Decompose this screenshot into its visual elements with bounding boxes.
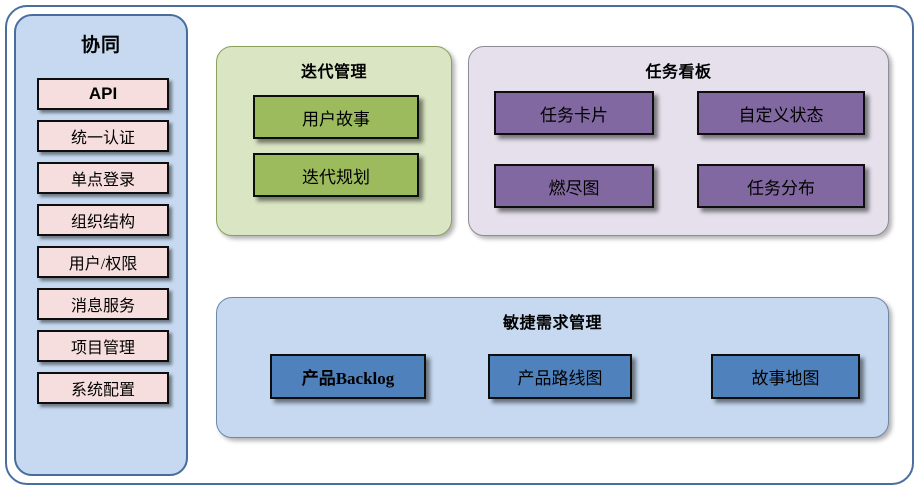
sidebar-group-title: 协同 (80, 35, 121, 56)
sidebar-item-org-structure[interactable]: 组织结构 (37, 204, 169, 236)
node-iteration-planning[interactable]: 迭代规划 (253, 153, 419, 197)
node-label: 任务分布 (747, 178, 815, 198)
sidebar-item-api[interactable]: API (37, 78, 169, 110)
sidebar-item-label: 系统配置 (70, 382, 135, 399)
sidebar-item-label: 组织结构 (70, 214, 135, 231)
node-task-card[interactable]: 任务卡片 (494, 91, 654, 135)
agile-requirements-panel: 敏捷需求管理 产品Backlog 产品路线图 故事地图 (216, 297, 889, 438)
sidebar-item-user-permission[interactable]: 用户/权限 (37, 246, 169, 278)
node-label: 产品路线图 (517, 369, 603, 388)
iteration-management-panel: 迭代管理 用户故事 迭代规划 (216, 46, 452, 236)
node-product-roadmap[interactable]: 产品路线图 (488, 354, 632, 399)
sidebar-item-label: 消息服务 (70, 298, 135, 315)
node-label: 燃尽图 (548, 178, 600, 198)
sidebar-item-label: 用户/权限 (68, 256, 138, 273)
sidebar-item-project-management[interactable]: 项目管理 (37, 330, 169, 362)
sidebar-item-label: API (88, 84, 118, 103)
panel-title: 敏捷需求管理 (502, 315, 602, 332)
sidebar-item-label: 项目管理 (70, 340, 135, 357)
task-board-panel: 任务看板 任务卡片 自定义状态 燃尽图 任务分布 (468, 46, 889, 236)
sidebar-item-single-sign-on[interactable]: 单点登录 (37, 162, 169, 194)
node-label: 产品Backlog (301, 369, 395, 388)
sidebar-item-label: 统一认证 (70, 130, 135, 147)
sidebar-item-unified-auth[interactable]: 统一认证 (37, 120, 169, 152)
node-label: 故事地图 (751, 369, 820, 388)
node-user-story[interactable]: 用户故事 (253, 95, 419, 139)
node-label: 自定义状态 (738, 105, 824, 125)
node-story-map[interactable]: 故事地图 (711, 354, 860, 399)
panel-title: 任务看板 (645, 64, 712, 81)
node-product-backlog[interactable]: 产品Backlog (270, 354, 426, 399)
node-label: 用户故事 (302, 109, 370, 129)
sidebar-item-list: API 统一认证 单点登录 组织结构 用户/权限 消息服务 项目管理 系统配置 (37, 78, 169, 414)
sidebar-item-label: 单点登录 (70, 172, 135, 189)
node-custom-status[interactable]: 自定义状态 (697, 91, 865, 135)
panel-title: 迭代管理 (300, 64, 367, 81)
node-label: 任务卡片 (540, 105, 608, 125)
node-task-distribution[interactable]: 任务分布 (697, 164, 865, 208)
collaboration-sidebar-group: 协同 API 统一认证 单点登录 组织结构 用户/权限 消息服务 项目管理 (14, 14, 188, 476)
sidebar-item-system-config[interactable]: 系统配置 (37, 372, 169, 404)
sidebar-item-message-service[interactable]: 消息服务 (37, 288, 169, 320)
node-label: 迭代规划 (302, 167, 370, 187)
node-burndown-chart[interactable]: 燃尽图 (494, 164, 654, 208)
